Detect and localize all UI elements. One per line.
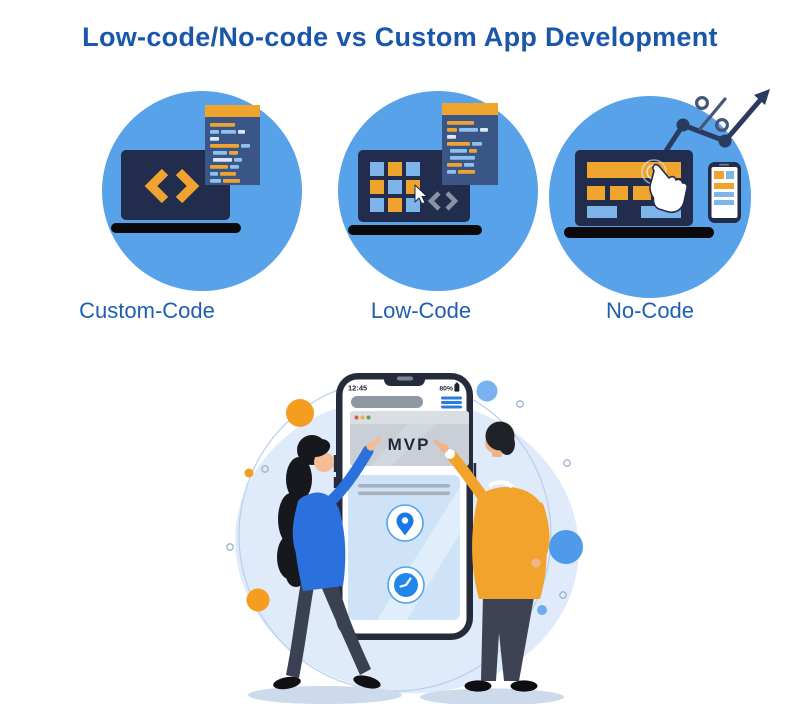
shadow-right xyxy=(420,688,564,704)
pointing-finger xyxy=(433,439,447,451)
mobile-preview-icon xyxy=(708,162,741,223)
code-editor-panel xyxy=(205,105,260,185)
mvp-title: MVP xyxy=(388,435,431,454)
code-editor-panel xyxy=(442,103,498,185)
man-figure xyxy=(433,421,550,692)
mvp-illustration: 12:45 80% MVP xyxy=(226,373,583,704)
code-chevron-left xyxy=(427,191,441,211)
collar xyxy=(487,480,514,489)
pointing-arm xyxy=(447,451,489,503)
growth-arrow-icon xyxy=(663,89,770,153)
shadow-left xyxy=(248,686,402,704)
page-title: Low-code/No-code vs Custom App Developme… xyxy=(82,22,718,52)
status-time: 12:45 xyxy=(348,384,367,393)
battery-icon xyxy=(454,382,460,392)
browser-dot-green xyxy=(366,415,371,420)
status-battery-percent: 80% xyxy=(439,386,453,393)
address-bar[interactable] xyxy=(351,396,423,408)
browser-window: MVP xyxy=(350,411,469,466)
decor-circles xyxy=(226,380,583,615)
no-code-builder-growth-icon xyxy=(549,89,770,298)
label-custom-code: Custom-Code xyxy=(79,298,215,323)
clock-icon[interactable] xyxy=(394,573,418,597)
app-panel xyxy=(348,475,460,620)
laptop-icon xyxy=(111,150,241,233)
code-chevron-right xyxy=(445,191,459,211)
pointing-finger xyxy=(368,436,382,449)
cursor-icon xyxy=(414,184,428,205)
tap-hand-cursor-icon xyxy=(641,159,689,213)
low-code-blocks-laptop-icon xyxy=(338,91,538,291)
block-grid xyxy=(370,162,420,212)
percent-icon xyxy=(695,96,730,132)
code-chevron-right xyxy=(175,168,200,204)
browser-dot-yellow xyxy=(360,415,365,420)
custom-code-laptop-icon xyxy=(102,91,302,291)
location-pin-icon[interactable] xyxy=(396,512,414,536)
woman-figure xyxy=(273,435,382,690)
pointing-arm xyxy=(325,445,374,507)
smartphone: 12:45 80% MVP xyxy=(333,373,477,640)
label-no-code: No-Code xyxy=(605,298,695,323)
browser-dot-red xyxy=(354,415,359,420)
menu-icon[interactable] xyxy=(441,396,462,409)
speaker xyxy=(397,376,413,381)
label-low-code: Low-Code xyxy=(370,298,472,323)
code-chevron-left xyxy=(144,168,169,204)
